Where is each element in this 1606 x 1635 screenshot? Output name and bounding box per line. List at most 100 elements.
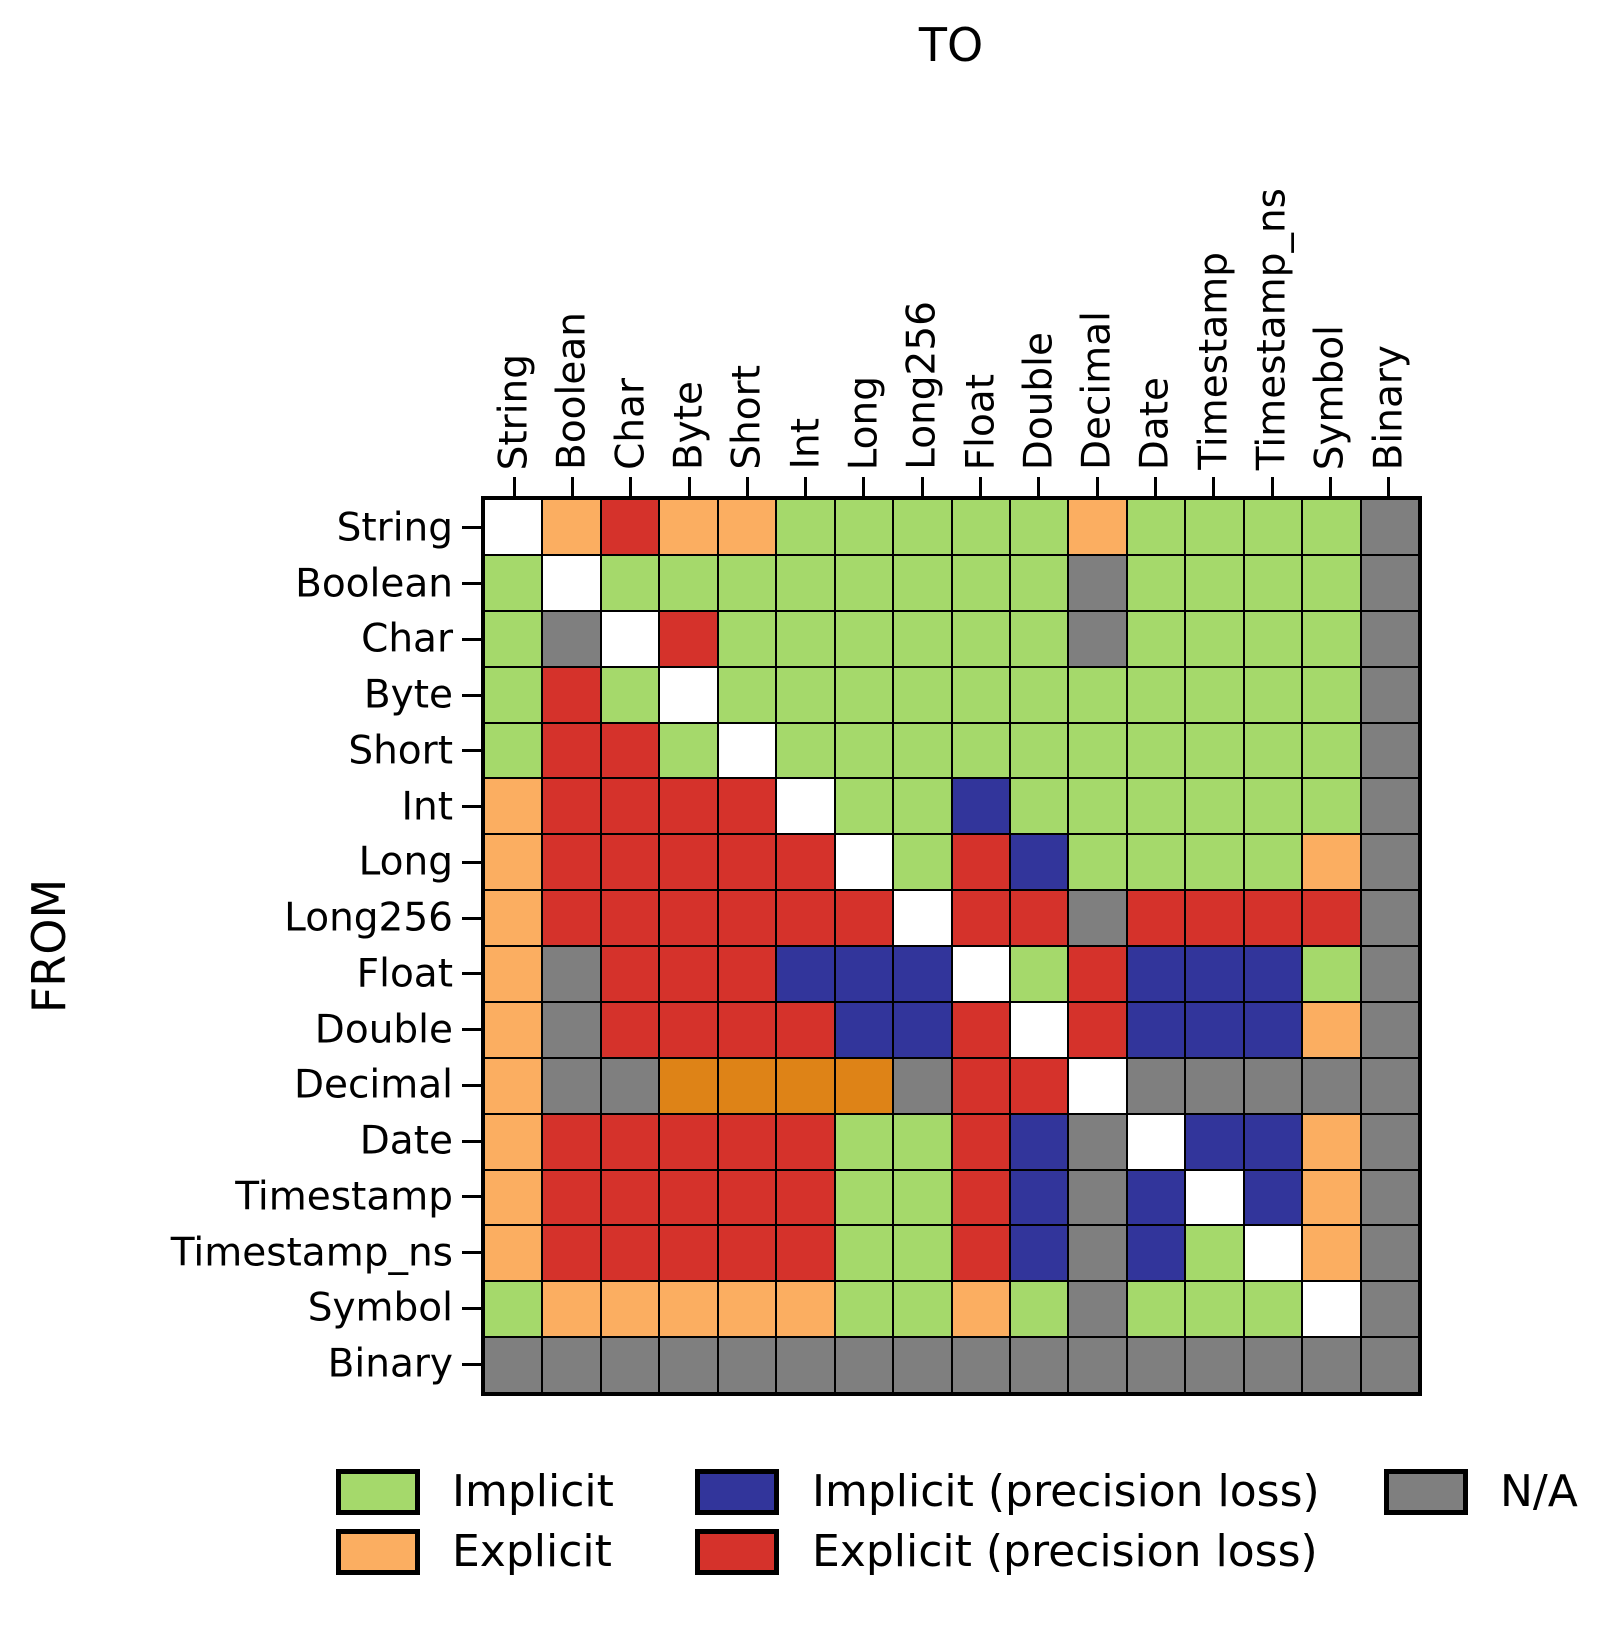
axis-title-from: FROM — [22, 878, 76, 1014]
matrix-cell — [1361, 891, 1418, 945]
row-tick — [462, 1306, 484, 1310]
matrix-cell — [835, 891, 893, 945]
matrix-cell — [485, 1282, 542, 1337]
matrix-cell — [601, 500, 659, 554]
column-label-long: Long — [841, 375, 887, 470]
matrix-cell — [601, 1282, 659, 1337]
matrix-cell — [660, 500, 717, 554]
matrix-cell — [1186, 1170, 1243, 1225]
matrix-cell — [601, 1226, 659, 1281]
matrix-cell — [601, 779, 659, 834]
matrix-cell — [1010, 1114, 1068, 1169]
matrix-cell — [777, 835, 834, 890]
matrix-cell — [894, 1170, 951, 1225]
column-tick — [1270, 477, 1274, 499]
matrix-cell — [1069, 779, 1126, 834]
row-label-float: Float — [356, 951, 453, 997]
matrix-cell — [1127, 1058, 1185, 1113]
matrix-cell — [835, 723, 893, 778]
matrix-cell — [1186, 611, 1243, 666]
matrix-cell — [835, 1282, 893, 1337]
matrix-cell — [1244, 779, 1302, 834]
matrix-cell — [894, 667, 951, 722]
matrix-cell — [1127, 555, 1185, 610]
matrix-cell — [718, 611, 776, 666]
matrix-cell — [1127, 500, 1185, 554]
matrix-cell — [485, 723, 542, 778]
matrix-cell — [1361, 1114, 1418, 1169]
matrix-cell — [1127, 723, 1185, 778]
matrix-cell — [952, 1114, 1009, 1169]
matrix-cell — [543, 667, 600, 722]
matrix-cell — [1303, 1226, 1360, 1281]
matrix-cell — [1010, 1170, 1068, 1225]
matrix-cell — [1244, 1226, 1302, 1281]
matrix-cell — [1361, 779, 1418, 834]
matrix-cell — [660, 667, 717, 722]
row-label-short: Short — [348, 728, 453, 774]
matrix-cell — [777, 1002, 834, 1057]
matrix-cell — [485, 667, 542, 722]
column-tick — [1212, 477, 1216, 499]
matrix-cell — [952, 835, 1009, 890]
matrix-cell — [1186, 500, 1243, 554]
matrix-cell — [601, 1002, 659, 1057]
row-tick — [462, 693, 484, 697]
matrix-cell — [835, 1114, 893, 1169]
matrix-cell — [835, 947, 893, 1001]
column-label-char: Char — [608, 378, 654, 470]
matrix-cell — [1361, 667, 1418, 722]
row-label-timestamp_ns: Timestamp_ns — [170, 1230, 453, 1276]
matrix-cell — [835, 1058, 893, 1113]
matrix-cell — [777, 1226, 834, 1281]
matrix-cell — [835, 835, 893, 890]
matrix-cell — [835, 667, 893, 722]
matrix-cell — [718, 1170, 776, 1225]
matrix-cell — [485, 500, 542, 554]
matrix-cell — [718, 1002, 776, 1057]
matrix-cell — [1069, 667, 1126, 722]
matrix-cell — [1303, 891, 1360, 945]
column-label-int: Int — [783, 418, 829, 470]
matrix-cell — [718, 835, 776, 890]
matrix-cell — [1069, 611, 1126, 666]
matrix-cell — [1010, 1282, 1068, 1337]
matrix-cell — [1186, 891, 1243, 945]
matrix-cell — [1069, 1282, 1126, 1337]
matrix-cell — [1010, 1058, 1068, 1113]
matrix-cell — [952, 1282, 1009, 1337]
axis-title-to: TO — [918, 18, 984, 72]
matrix-cell — [894, 1114, 951, 1169]
row-tick — [462, 1083, 484, 1087]
row-tick — [462, 860, 484, 864]
column-label-double: Double — [1016, 331, 1062, 470]
legend-swatch-i — [336, 1469, 420, 1515]
matrix-cell — [777, 1282, 834, 1337]
matrix-cell — [485, 1226, 542, 1281]
matrix-cell — [718, 1338, 776, 1392]
matrix-cell — [1127, 1226, 1185, 1281]
matrix-cell — [485, 891, 542, 945]
matrix-cell — [1303, 1058, 1360, 1113]
matrix-cell — [835, 500, 893, 554]
row-tick — [462, 1139, 484, 1143]
matrix-cell — [835, 1170, 893, 1225]
column-tick — [745, 477, 749, 499]
row-label-long256: Long256 — [284, 895, 453, 941]
matrix-cell — [543, 500, 600, 554]
matrix-cell — [660, 555, 717, 610]
row-label-char: Char — [361, 616, 453, 662]
matrix-cell — [543, 779, 600, 834]
matrix-cell — [1303, 500, 1360, 554]
matrix-cell — [660, 891, 717, 945]
row-label-boolean: Boolean — [295, 561, 453, 607]
legend-label-e: Explicit — [452, 1525, 612, 1577]
matrix-cell — [543, 1226, 600, 1281]
matrix-cell — [1186, 835, 1243, 890]
row-tick — [462, 1028, 484, 1032]
matrix-cell — [894, 1338, 951, 1392]
matrix-cell — [1244, 723, 1302, 778]
column-tick — [1153, 477, 1157, 499]
legend-label-ip: Implicit (precision loss) — [812, 1465, 1320, 1517]
